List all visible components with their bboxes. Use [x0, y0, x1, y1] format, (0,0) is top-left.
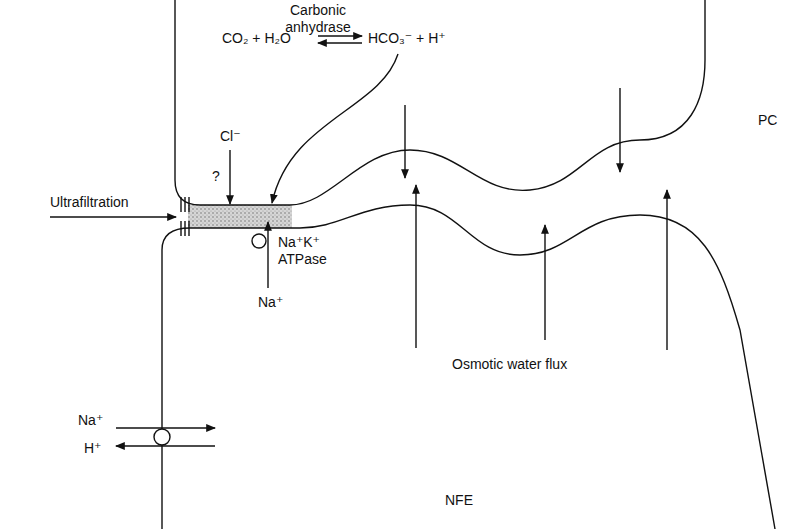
bicarbonate-arrow	[272, 54, 398, 203]
exchanger-symbol	[154, 429, 170, 445]
upper-cell-membrane	[175, 0, 705, 205]
label-text: Na⁺	[258, 294, 283, 311]
label-text: HCO₃⁻ + H⁺	[368, 30, 446, 47]
label-text: Ultrafiltration	[50, 194, 129, 211]
exchanger-arrow	[116, 427, 215, 428]
water-flux-arrow	[666, 190, 667, 350]
label-text: Na⁺K⁺ ATPase	[278, 234, 334, 268]
label-text: PC	[758, 112, 777, 129]
equilibrium-arrow	[318, 35, 362, 36]
label-text: CO₂ + H₂O	[222, 30, 291, 47]
lower-cell-membrane	[162, 205, 775, 529]
channel-shading	[188, 205, 292, 228]
ultrafiltration-arrow	[50, 216, 176, 217]
water-flux-arrow	[619, 88, 620, 172]
sodium-arrow	[267, 222, 268, 288]
label-text: Na⁺	[78, 412, 103, 429]
exchanger-arrow	[116, 445, 215, 446]
label-text: ?	[212, 168, 220, 185]
label-text: Cl⁻	[220, 128, 241, 145]
label-text: H⁺	[84, 440, 102, 457]
label-text: Osmotic water flux	[452, 356, 567, 373]
label-text: NFE	[445, 492, 473, 509]
pump-symbol	[252, 234, 266, 248]
water-flux-arrow	[415, 185, 416, 348]
water-flux-arrow	[404, 105, 405, 178]
equilibrium-arrow	[318, 42, 362, 43]
water-flux-arrow	[544, 225, 545, 340]
tight-junction	[181, 197, 189, 236]
chloride-arrow	[229, 150, 230, 204]
